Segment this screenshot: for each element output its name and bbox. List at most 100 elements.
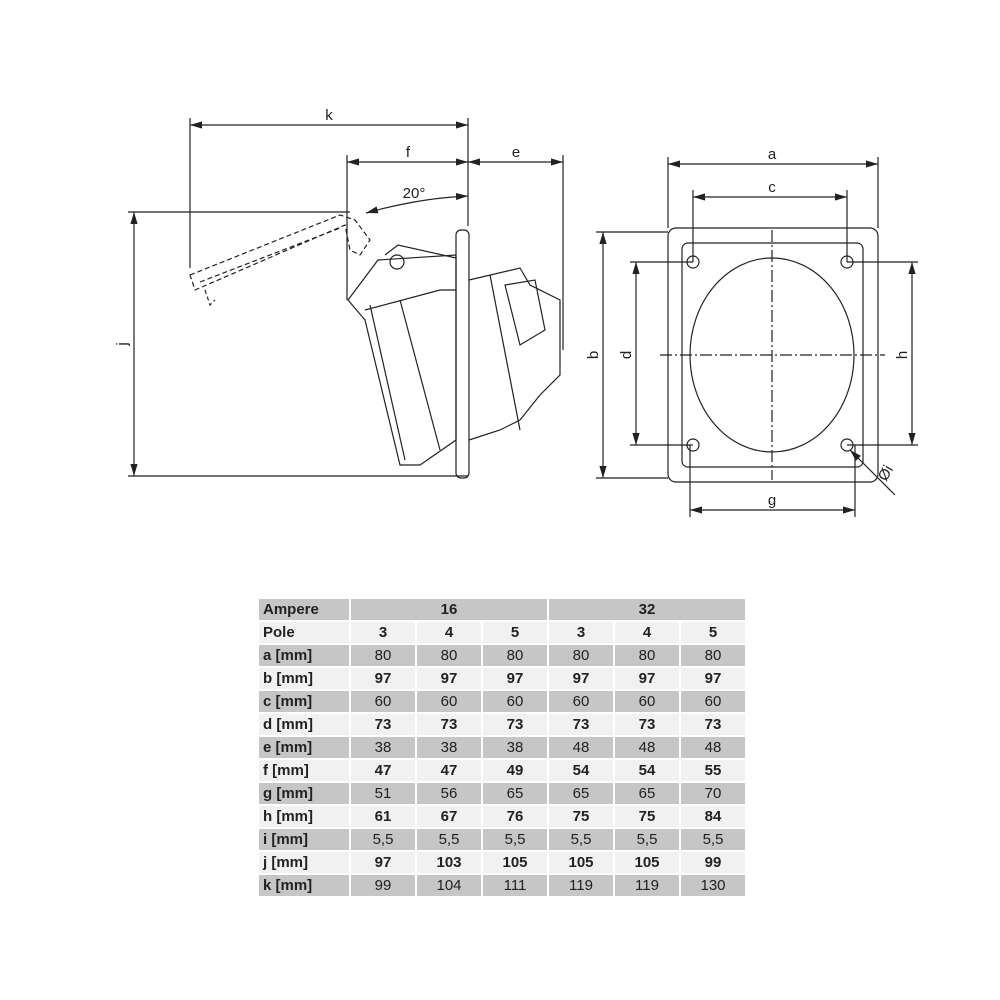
table-cell: 60 (681, 691, 745, 712)
label-hole-diameter: Øi (875, 463, 897, 484)
pole-row: Pole 3 4 5 3 4 5 (259, 622, 745, 643)
table-cell: 75 (549, 806, 613, 827)
table-cell: 38 (417, 737, 481, 758)
table-cell: 73 (483, 714, 547, 735)
table-cell: 73 (549, 714, 613, 735)
label-j: j (114, 342, 131, 346)
row-label: d [mm] (259, 714, 349, 735)
table-cell: 67 (417, 806, 481, 827)
label-k: k (325, 107, 333, 124)
table-cell: 105 (483, 852, 547, 873)
table-cell: 65 (549, 783, 613, 804)
row-label: g [mm] (259, 783, 349, 804)
table-cell: 80 (351, 645, 415, 666)
table-cell: 80 (681, 645, 745, 666)
table-cell: 70 (681, 783, 745, 804)
side-view (128, 118, 564, 479)
pole-cell: 3 (351, 622, 415, 643)
table-cell: 97 (615, 668, 679, 689)
table-cell: 60 (483, 691, 547, 712)
table-cell: 54 (615, 760, 679, 781)
table-cell: 76 (483, 806, 547, 827)
row-label: f [mm] (259, 760, 349, 781)
table-cell: 48 (615, 737, 679, 758)
table-cell: 84 (681, 806, 745, 827)
row-label: c [mm] (259, 691, 349, 712)
table-cell: 48 (549, 737, 613, 758)
label-g: g (768, 492, 776, 509)
label-h: h (894, 351, 911, 359)
table-cell: 111 (483, 875, 547, 896)
label-b: b (585, 351, 602, 359)
table-cell: 60 (351, 691, 415, 712)
row-label: e [mm] (259, 737, 349, 758)
pole-cell: 3 (549, 622, 613, 643)
table-cell: 38 (483, 737, 547, 758)
table-cell: 73 (351, 714, 415, 735)
row-label: a [mm] (259, 645, 349, 666)
table-cell: 105 (549, 852, 613, 873)
table-cell: 61 (351, 806, 415, 827)
table-cell: 5,5 (681, 829, 745, 850)
table-cell: 49 (483, 760, 547, 781)
table-cell: 73 (417, 714, 481, 735)
pole-cell: 5 (681, 622, 745, 643)
ampere-16: 16 (351, 599, 547, 620)
table-cell: 5,5 (351, 829, 415, 850)
ampere-label: Ampere (259, 599, 349, 620)
table-cell: 51 (351, 783, 415, 804)
pole-cell: 4 (615, 622, 679, 643)
row-label: i [mm] (259, 829, 349, 850)
front-view (596, 157, 918, 517)
pole-label: Pole (259, 622, 349, 643)
table-cell: 80 (615, 645, 679, 666)
table-cell: 60 (549, 691, 613, 712)
row-label: b [mm] (259, 668, 349, 689)
table-cell: 56 (417, 783, 481, 804)
label-angle: 20° (403, 185, 426, 202)
label-e: e (512, 144, 520, 161)
table-cell: 104 (417, 875, 481, 896)
table-cell: 65 (615, 783, 679, 804)
table-cell: 80 (483, 645, 547, 666)
table-cell: 80 (549, 645, 613, 666)
table-cell: 73 (681, 714, 745, 735)
row-label: k [mm] (259, 875, 349, 896)
ampere-row: Ampere 16 32 (259, 599, 745, 620)
label-c: c (768, 179, 776, 196)
table-cell: 130 (681, 875, 745, 896)
table-cell: 60 (615, 691, 679, 712)
table-cell: 97 (681, 668, 745, 689)
label-d: d (618, 351, 635, 359)
row-label: h [mm] (259, 806, 349, 827)
table-cell: 99 (681, 852, 745, 873)
table-cell: 105 (615, 852, 679, 873)
table-cell: 103 (417, 852, 481, 873)
table-cell: 65 (483, 783, 547, 804)
table-cell: 48 (681, 737, 745, 758)
table-cell: 55 (681, 760, 745, 781)
table-cell: 119 (549, 875, 613, 896)
table-cell: 97 (351, 668, 415, 689)
table-cell: 97 (351, 852, 415, 873)
table-cell: 80 (417, 645, 481, 666)
label-f: f (406, 144, 411, 161)
table-cell: 5,5 (549, 829, 613, 850)
technical-drawing: k f e 20° j a c g b d h Øi (114, 107, 918, 517)
pole-cell: 4 (417, 622, 481, 643)
label-a: a (768, 146, 777, 163)
table-cell: 5,5 (417, 829, 481, 850)
table-cell: 60 (417, 691, 481, 712)
row-label: j [mm] (259, 852, 349, 873)
